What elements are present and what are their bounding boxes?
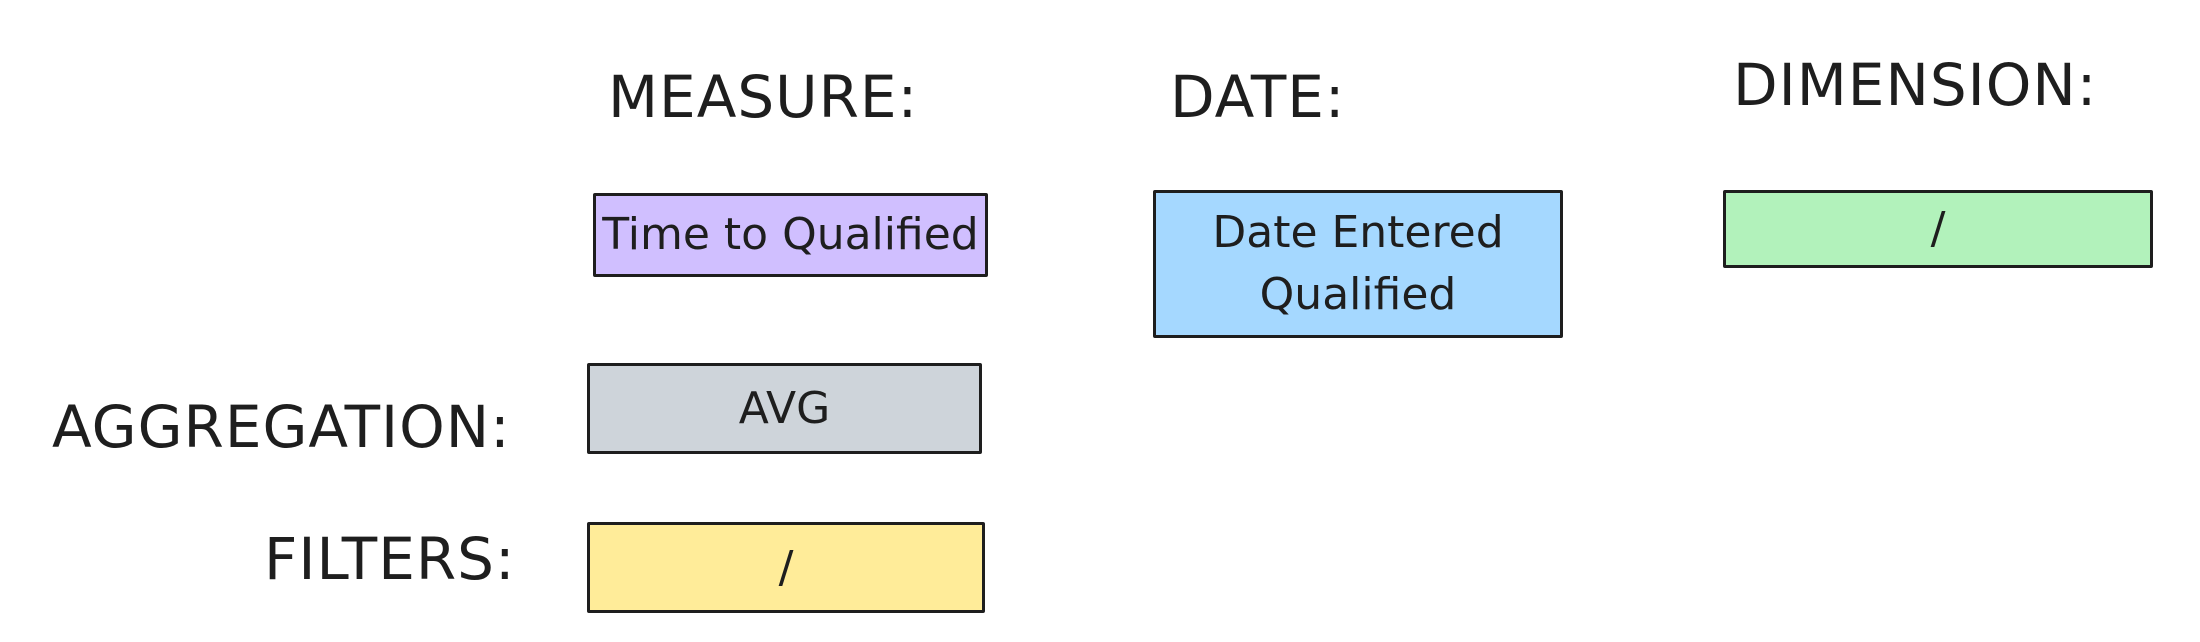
aggregation-label: AGGREGATION:: [52, 393, 511, 461]
filters-value: /: [778, 541, 794, 593]
measure-label: MEASURE:: [608, 63, 919, 131]
date-label: DATE:: [1170, 63, 1346, 131]
measure-box: Time to Qualified: [593, 193, 988, 277]
date-value: Date Entered Qualified: [1212, 207, 1504, 320]
aggregation-value: AVG: [738, 382, 831, 434]
date-box: Date Entered Qualified: [1153, 190, 1563, 338]
filters-box: /: [587, 522, 985, 613]
aggregation-box: AVG: [587, 363, 982, 454]
dimension-value: /: [1930, 203, 1946, 255]
measure-value: Time to Qualified: [602, 209, 979, 261]
dimension-label: DIMENSION:: [1733, 51, 2098, 119]
filters-label: FILTERS:: [264, 525, 516, 593]
dimension-box: /: [1723, 190, 2153, 268]
